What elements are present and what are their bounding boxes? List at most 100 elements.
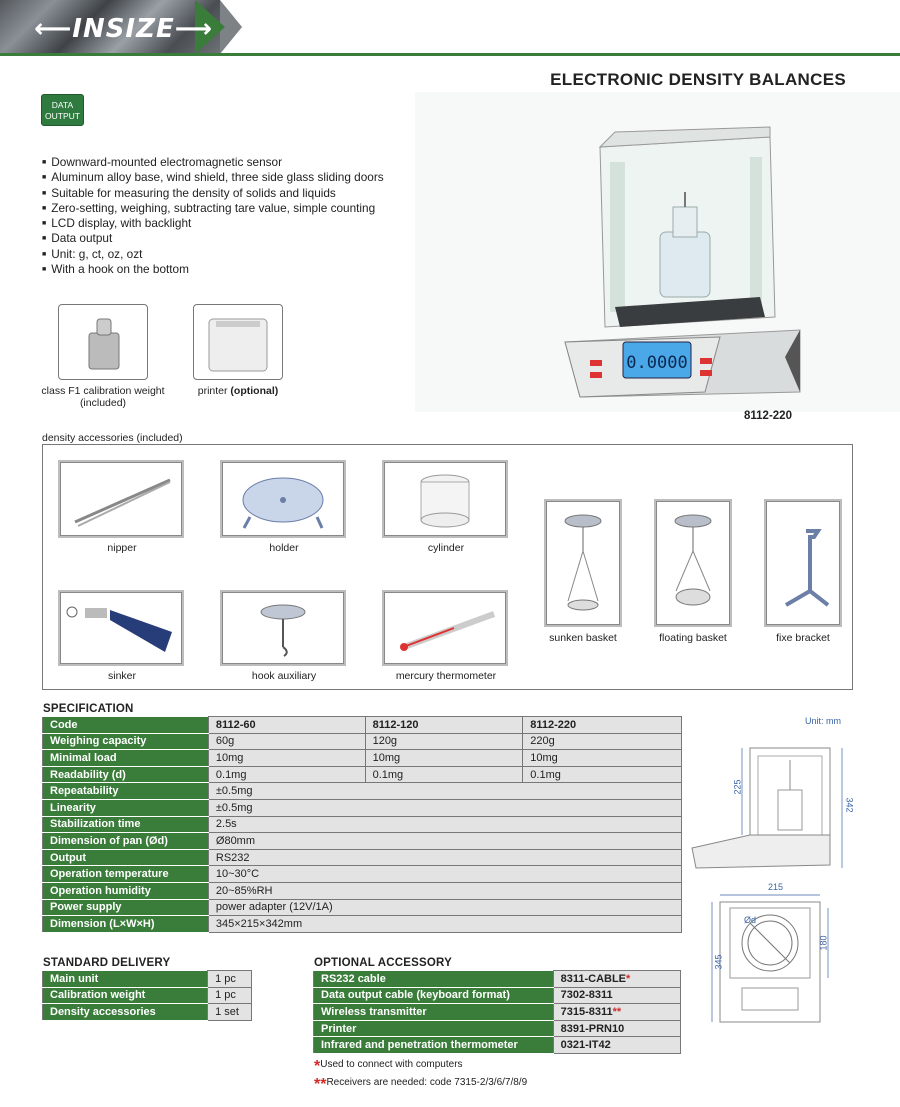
spec-cell: 8112-220 — [522, 716, 682, 734]
feature-list: Downward-mounted electromagnetic sensor … — [42, 155, 384, 277]
nipper-image — [58, 460, 184, 538]
footnote-2-text: Receivers are needed: code 7315-2/3/6/7/… — [326, 1077, 528, 1088]
header-accent — [195, 0, 225, 54]
feature-item: Data output — [42, 231, 384, 246]
balance-photo: 0.0000 — [415, 92, 900, 412]
table-row: Weighing capacity 60g 120g 220g — [42, 732, 682, 751]
accessories-panel — [42, 444, 853, 690]
printer-caption-text: printer — [197, 385, 228, 397]
spec-key: Repeatability — [42, 782, 209, 800]
spec-key: Output — [42, 848, 209, 867]
feature-item: Aluminum alloy base, wind shield, three … — [42, 170, 383, 185]
spec-key: Operation temperature — [42, 865, 209, 883]
table-row: Readability (d) 0.1mg 0.1mg 0.1mg — [42, 765, 682, 784]
spec-cell: ±0.5mg — [207, 798, 683, 817]
table-row: Dimension of pan (Ød)Ø80mm — [42, 832, 683, 850]
dimension-drawing — [691, 747, 843, 1023]
nipper-caption: nipper — [107, 542, 137, 554]
weight-caption-line1: class F1 calibration weight — [41, 385, 165, 397]
spec-key: Weighing capacity — [42, 732, 209, 751]
spec-cell: 0.1mg — [207, 765, 366, 784]
feature-item: Zero-setting, weighing, subtracting tare… — [42, 201, 384, 216]
table-row: Repeatability±0.5mg — [42, 782, 683, 800]
accessory-name: Infrared and penetration thermometer — [313, 1036, 554, 1054]
bracket-caption: fixe bracket — [776, 632, 830, 644]
accessory-code-text: 8391-PRN10 — [560, 1022, 625, 1035]
spec-cell: 8112-60 — [207, 716, 366, 734]
footnote-mark: ** — [612, 1005, 622, 1018]
table-row: Data output cable (keyboard format)7302-… — [313, 986, 682, 1005]
cylinder-image — [382, 460, 508, 538]
delivery-item: Main unit — [41, 970, 209, 988]
footnote-2-mark: ** — [314, 1076, 327, 1093]
insize-logo: ⟵INSIZE⟶ — [34, 14, 213, 44]
spec-key: Code — [42, 716, 209, 734]
standard-delivery-title: STANDARD DELIVERY — [43, 957, 171, 969]
floating-basket-caption: floating basket — [659, 632, 727, 644]
calibration-weight-caption: class F1 calibration weight (included) — [38, 385, 168, 409]
data-output-badge: DATA OUTPUT — [41, 94, 84, 126]
spec-key: Readability (d) — [42, 765, 209, 784]
cylinder-caption: cylinder — [427, 542, 465, 554]
footnote-1-text: Used to connect with computers — [320, 1059, 463, 1070]
sunken-basket-image — [544, 499, 622, 627]
footnote-1: *Used to connect with computers — [314, 1058, 463, 1076]
accessory-code: 8391-PRN10 — [552, 1019, 682, 1038]
holder-caption: holder — [269, 542, 299, 554]
accessory-name: Wireless transmitter — [313, 1003, 554, 1021]
spec-cell: 10mg — [364, 749, 524, 767]
dim-215: 215 — [768, 882, 784, 892]
floating-basket-image — [654, 499, 732, 627]
spec-cell: 120g — [364, 732, 524, 751]
header-rule — [0, 53, 900, 56]
spec-cell: power adapter (12V/1A) — [207, 898, 683, 917]
thermometer-image — [382, 590, 508, 666]
spec-cell: ±0.5mg — [207, 782, 683, 800]
table-row: Printer 8391-PRN10 — [313, 1019, 682, 1038]
accessories-title: density accessories (included) — [42, 432, 183, 444]
delivery-qty: 1 pc — [207, 970, 252, 988]
spec-cell: 220g — [522, 732, 682, 751]
dim-180: 180 — [818, 935, 829, 951]
spec-key: Dimension of pan (Ød) — [42, 832, 209, 850]
bracket-image — [764, 499, 842, 627]
footnote-2: **Receivers are needed: code 7315-2/3/6/… — [314, 1076, 527, 1094]
spec-cell: 10mg — [522, 749, 682, 767]
dim-225: 225 — [732, 779, 743, 795]
delivery-item: Calibration weight — [41, 986, 209, 1005]
delivery-qty: 1 pc — [207, 986, 252, 1005]
spec-key: Stabilization time — [42, 815, 209, 834]
badge-line-1: DATA — [51, 100, 74, 110]
accessory-code: 8311-CABLE* — [552, 970, 682, 988]
footnote-1-mark: * — [314, 1058, 321, 1075]
table-row: Code 8112-60 8112-120 8112-220 — [42, 716, 682, 734]
hook-auxiliary-image — [220, 590, 346, 666]
spec-key: Dimension (L×W×H) — [42, 915, 209, 933]
delivery-item: Density accessories — [41, 1003, 209, 1021]
dim-pan-diameter: Ød — [744, 915, 757, 925]
accessory-name: Printer — [313, 1019, 554, 1038]
sinker-caption: sinker — [107, 670, 136, 682]
spec-table: Code 8112-60 8112-120 8112-220 Weighing … — [42, 716, 683, 933]
spec-key: Linearity — [42, 798, 209, 817]
badge-line-2: OUTPUT — [45, 111, 80, 121]
spec-cell: 10~30°C — [207, 865, 683, 883]
spec-key: Operation humidity — [42, 881, 209, 900]
printer-optional-note: (optional) — [230, 385, 279, 397]
dim-342: 342 — [844, 797, 855, 813]
sunken-basket-caption: sunken basket — [549, 632, 617, 644]
feature-item: Downward-mounted electromagnetic sensor — [42, 155, 384, 170]
holder-image — [220, 460, 346, 538]
table-row: Linearity±0.5mg — [42, 798, 683, 817]
accessory-name: RS232 cable — [313, 970, 554, 988]
printer-image — [193, 304, 283, 380]
